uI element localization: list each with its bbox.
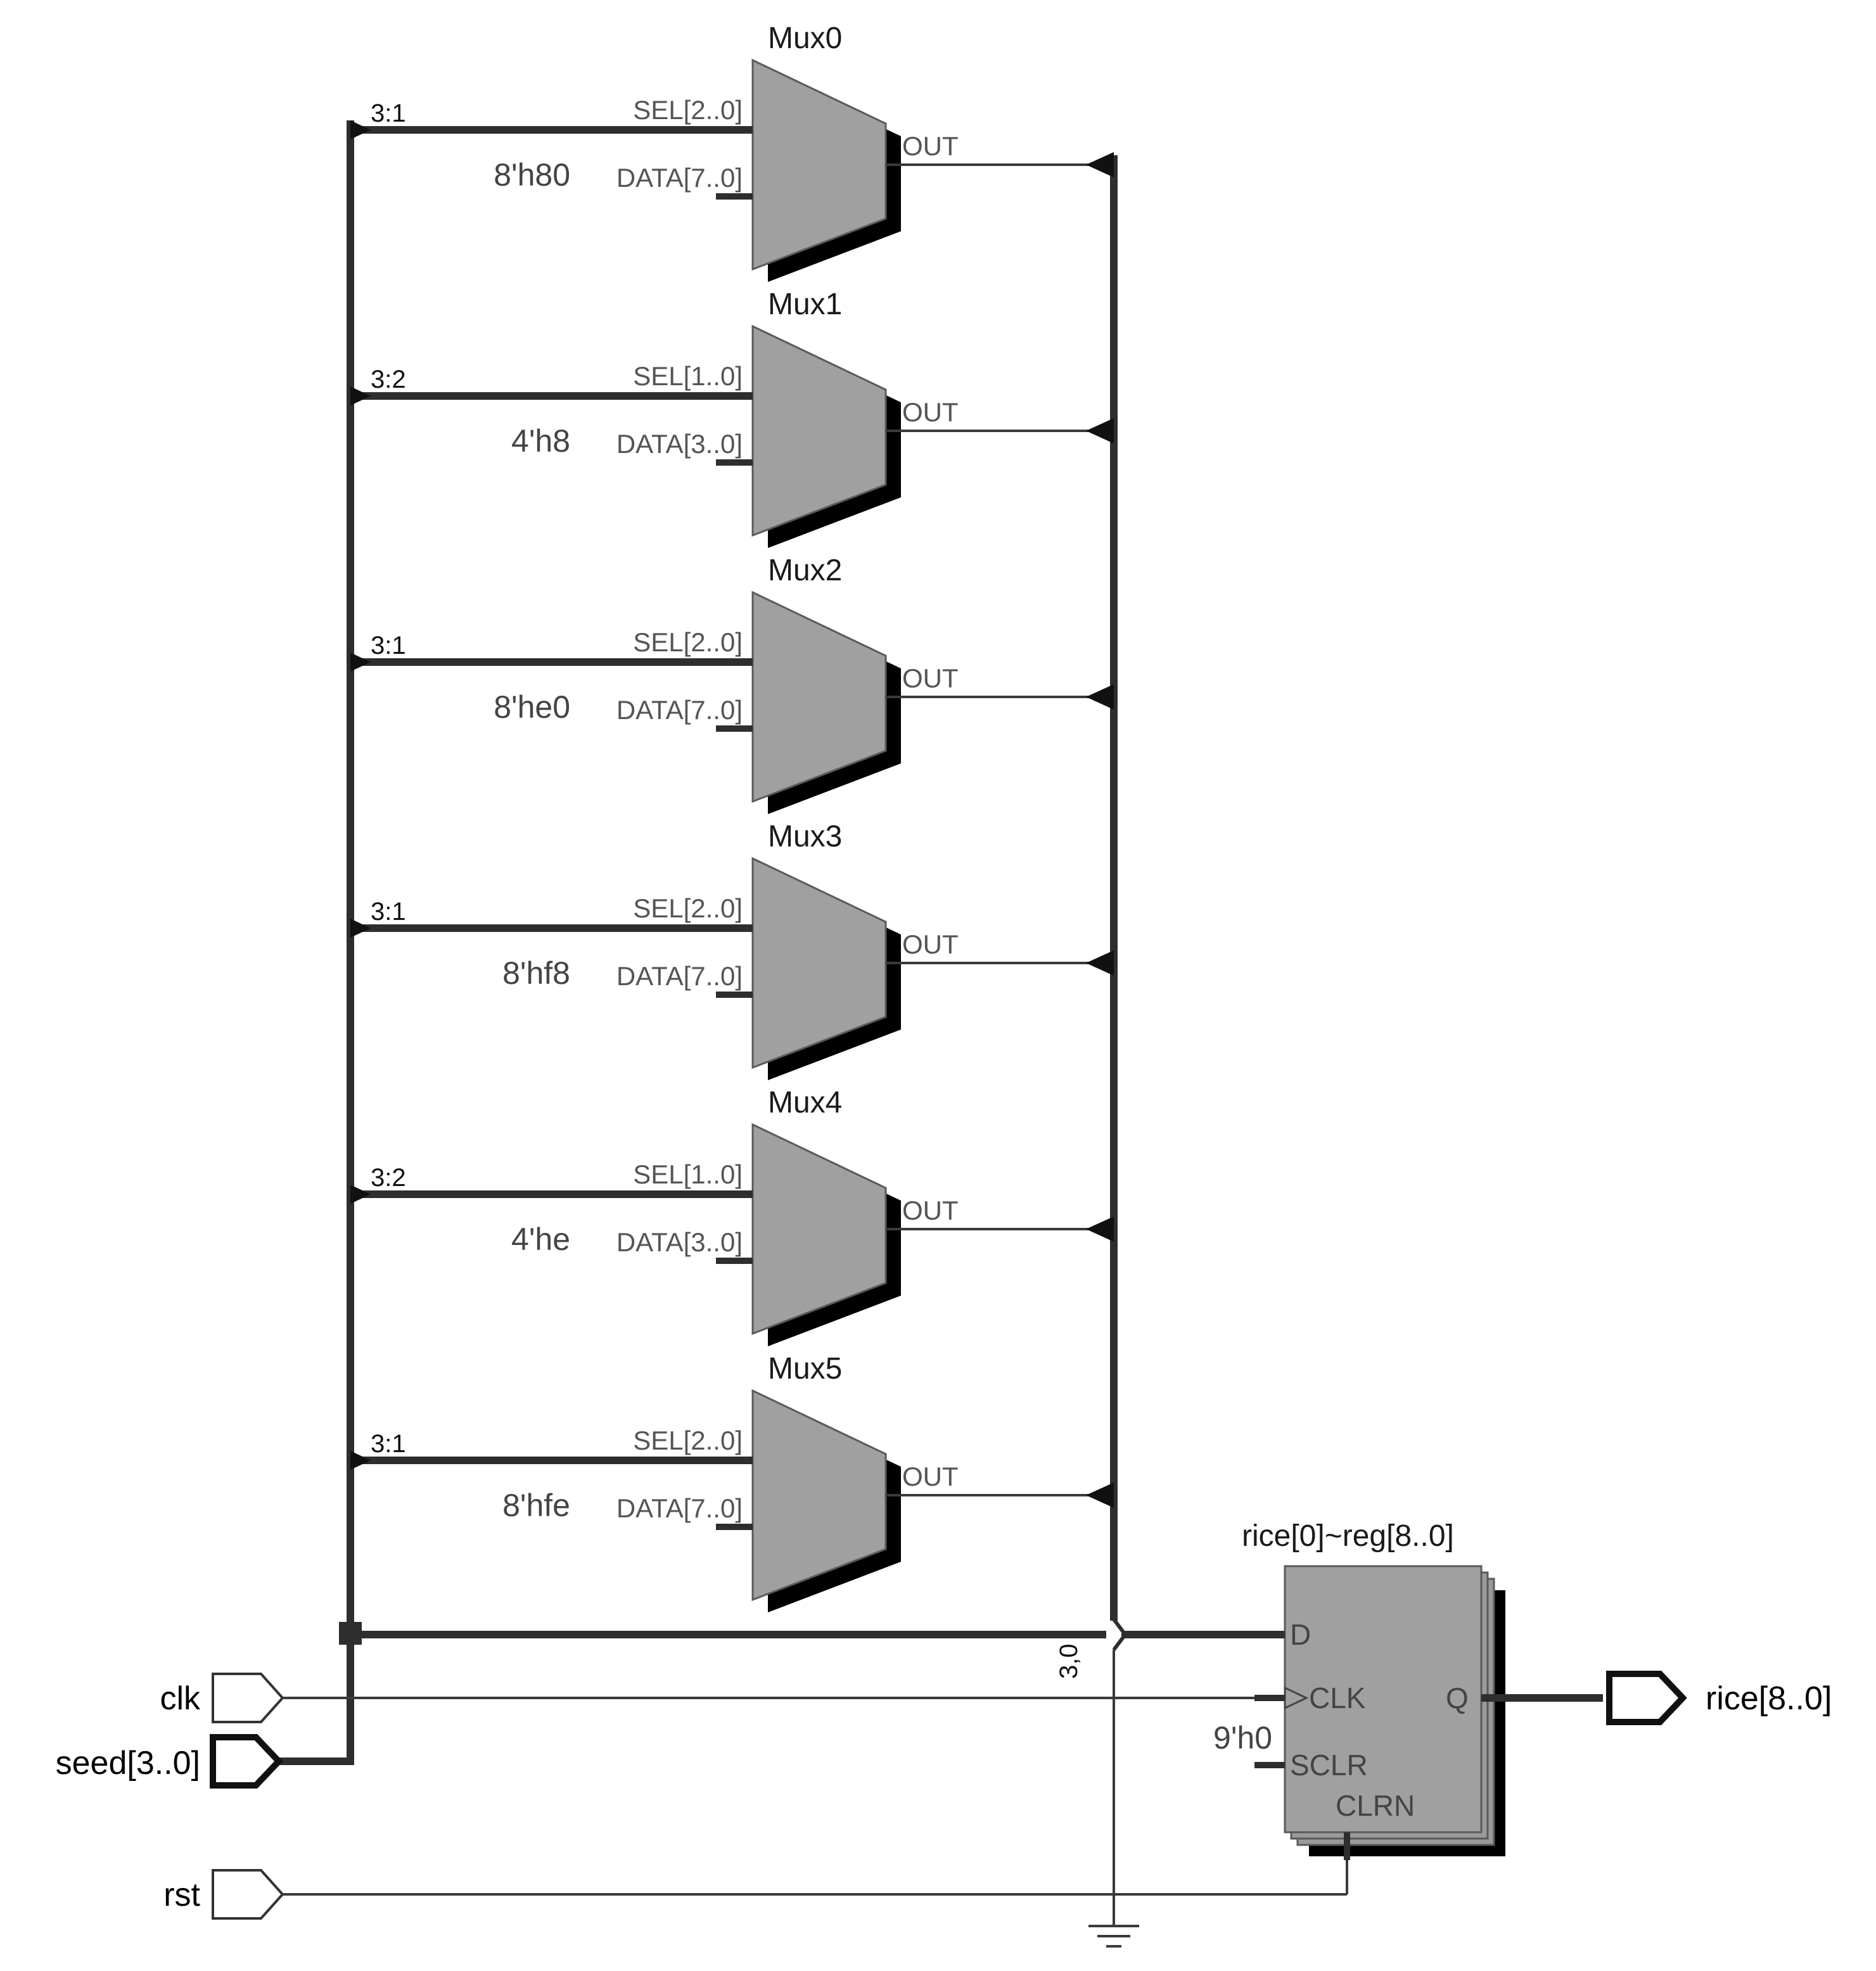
mux-3-const: 8'hf8 [502,955,570,991]
mux-0-const: 8'h80 [494,157,570,193]
mux-4-bus-slice: 3:2 [371,1164,406,1192]
mux-2-out-label: OUT [902,663,959,693]
mux-4-bus-rip [350,1185,371,1204]
mux-2-data-label: DATA[7..0] [616,695,743,725]
rst-port-icon [212,1869,284,1920]
mux-1-const: 4'h8 [511,423,570,459]
mux-1-bus-tap [1086,418,1114,443]
mux-3[interactable]: Mux3 3:1 SEL[2..0] DATA[7..0] 8'hf8 OUT [350,820,1114,1080]
clk-port-icon [212,1673,284,1723]
mux-5-out-label: OUT [902,1462,959,1491]
mux-1-data-label: DATA[3..0] [616,429,743,459]
clk-port-label: clk [160,1680,201,1717]
seed-port-icon [210,1734,283,1789]
mux-0-bus-rip [350,120,371,139]
mux-0-bus-tap [1086,152,1114,177]
mux-2-bus-tap [1086,684,1114,710]
mux-4[interactable]: Mux4 3:2 SEL[1..0] DATA[3..0] 4'he OUT [350,1086,1114,1346]
mux-5-bus-tap [1086,1483,1114,1508]
register-pin-d: D [1290,1618,1311,1651]
mux-0-name: Mux0 [768,22,842,55]
mux-3-sel-label: SEL[2..0] [633,893,743,923]
mux-0-bus-slice: 3:1 [371,99,406,127]
mux-1-out-label: OUT [902,397,959,427]
mux-2-const: 8'he0 [494,689,570,725]
rice-output-port-icon [1606,1671,1687,1725]
rst-port[interactable]: rst [163,1860,1348,1920]
mux-0-out-label: OUT [902,131,959,161]
mux-2-bus-rip [350,653,371,672]
mux-3-name: Mux3 [768,820,842,853]
mux-2-name: Mux2 [768,554,842,587]
mux-4-name: Mux4 [768,1086,842,1119]
mux-2-bus-slice: 3:1 [371,632,406,660]
mux-4-data-label: DATA[3..0] [616,1227,743,1257]
seed-port[interactable]: seed[3..0] [56,1734,283,1789]
register-sclr-const: 9'h0 [1213,1720,1272,1756]
mux-2[interactable]: Mux2 3:1 SEL[2..0] DATA[7..0] 8'he0 OUT [350,554,1114,814]
register-pin-sclr: SCLR [1290,1749,1368,1782]
mux-3-bus-tap [1086,950,1114,976]
register-pin-q: Q [1446,1681,1469,1714]
mux-4-bus-tap [1086,1216,1114,1242]
bus-merge-label: 3,0 [1055,1643,1083,1679]
mux-4-const: 4'he [511,1222,570,1257]
register-pin-clk: CLK [1309,1681,1366,1714]
ground-icon [1088,1925,1139,1948]
register-pin-clrn: CLRN [1336,1789,1415,1822]
mux-4-sel-label: SEL[1..0] [633,1159,743,1189]
mux-3-bus-rip [350,919,371,938]
mux-1-sel-label: SEL[1..0] [633,361,743,391]
mux-0[interactable]: Mux0 3:1 SEL[2..0] DATA[7..0] 8'h80 OUT [350,22,1114,282]
seed-port-label: seed[3..0] [56,1745,200,1782]
mux-3-out-label: OUT [902,929,959,959]
register-name: rice[0]~reg[8..0] [1242,1519,1454,1553]
mux-1-bus-slice: 3:2 [371,366,406,393]
mux-0-data-label: DATA[7..0] [616,163,743,193]
mux-1[interactable]: Mux1 3:2 SEL[1..0] DATA[3..0] 4'h8 OUT [350,288,1114,548]
register-block[interactable]: rice[0]~reg[8..0] D CLK SCLR 9'h0 CLRN Q [1213,1519,1603,1860]
mux-5-bus-slice: 3:1 [371,1430,406,1458]
mux-0-sel-label: SEL[2..0] [633,95,743,125]
mux-1-name: Mux1 [768,288,842,321]
clk-port[interactable]: clk [160,1673,1254,1723]
mux-5-bus-rip [350,1451,371,1470]
rst-port-label: rst [163,1877,200,1913]
mux-3-bus-slice: 3:1 [371,898,406,926]
rice-output-port-label: rice[8..0] [1706,1680,1832,1717]
mux-5[interactable]: Mux5 3:1 SEL[2..0] DATA[7..0] 8'hfe OUT [350,1352,1114,1612]
mux-5-sel-label: SEL[2..0] [633,1426,743,1455]
mux-2-sel-label: SEL[2..0] [633,627,743,657]
mux-5-data-label: DATA[7..0] [616,1493,743,1523]
mux-3-data-label: DATA[7..0] [616,961,743,991]
mux-4-out-label: OUT [902,1196,959,1225]
mux-5-name: Mux5 [768,1352,842,1386]
mux-5-const: 8'hfe [502,1488,570,1523]
rice-output-port[interactable]: rice[8..0] [1606,1671,1832,1725]
mux-1-bus-rip [350,386,371,405]
register-body [1284,1565,1483,1834]
